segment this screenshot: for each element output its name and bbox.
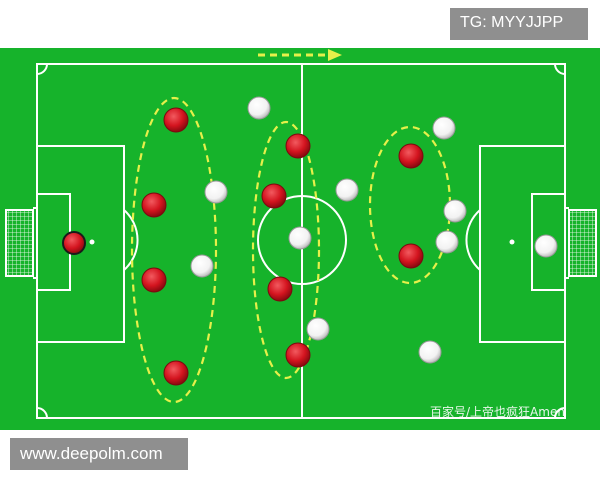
white-player [190, 254, 214, 278]
left-goal [5, 207, 37, 279]
corner-arc-top-right [554, 63, 566, 75]
website-url-tag[interactable]: www.deepolm.com [10, 438, 188, 470]
white-player [306, 317, 330, 341]
midfield-zone-outline [251, 120, 321, 380]
white-player [443, 199, 467, 223]
red-player [398, 243, 424, 269]
red-goalkeeper [62, 231, 86, 255]
left-penalty-spot [89, 239, 95, 245]
right-goal-area [531, 193, 566, 291]
left-penalty-arc [123, 209, 139, 271]
white-player [432, 116, 456, 140]
white-goalkeeper [534, 234, 558, 258]
white-player [418, 340, 442, 364]
red-player [261, 183, 287, 209]
red-player [163, 360, 189, 386]
white-team [190, 96, 558, 364]
red-player [398, 143, 424, 169]
right-goal [565, 207, 597, 279]
white-player [204, 180, 228, 204]
attack-direction-arrow-icon [258, 49, 342, 61]
red-team [62, 107, 424, 386]
white-player [247, 96, 271, 120]
red-player [163, 107, 189, 133]
corner-arc-bottom-right [554, 407, 566, 419]
source-watermark: 百家号/上帝也疯狂Amen [430, 405, 565, 419]
white-player [435, 230, 459, 254]
right-penalty-arc [465, 209, 481, 271]
red-player [285, 133, 311, 159]
corner-arc-top-left [36, 63, 48, 75]
red-player [141, 192, 167, 218]
center-circle [257, 195, 347, 285]
defense-zone-outline [130, 96, 218, 404]
red-player [141, 267, 167, 293]
white-player [335, 178, 359, 202]
red-player [267, 276, 293, 302]
right-penalty-spot [509, 239, 515, 245]
corner-arc-bottom-left [36, 407, 48, 419]
red-player [285, 342, 311, 368]
telegram-tag: TG: MYYJJPP [450, 8, 588, 40]
white-player [288, 226, 312, 250]
